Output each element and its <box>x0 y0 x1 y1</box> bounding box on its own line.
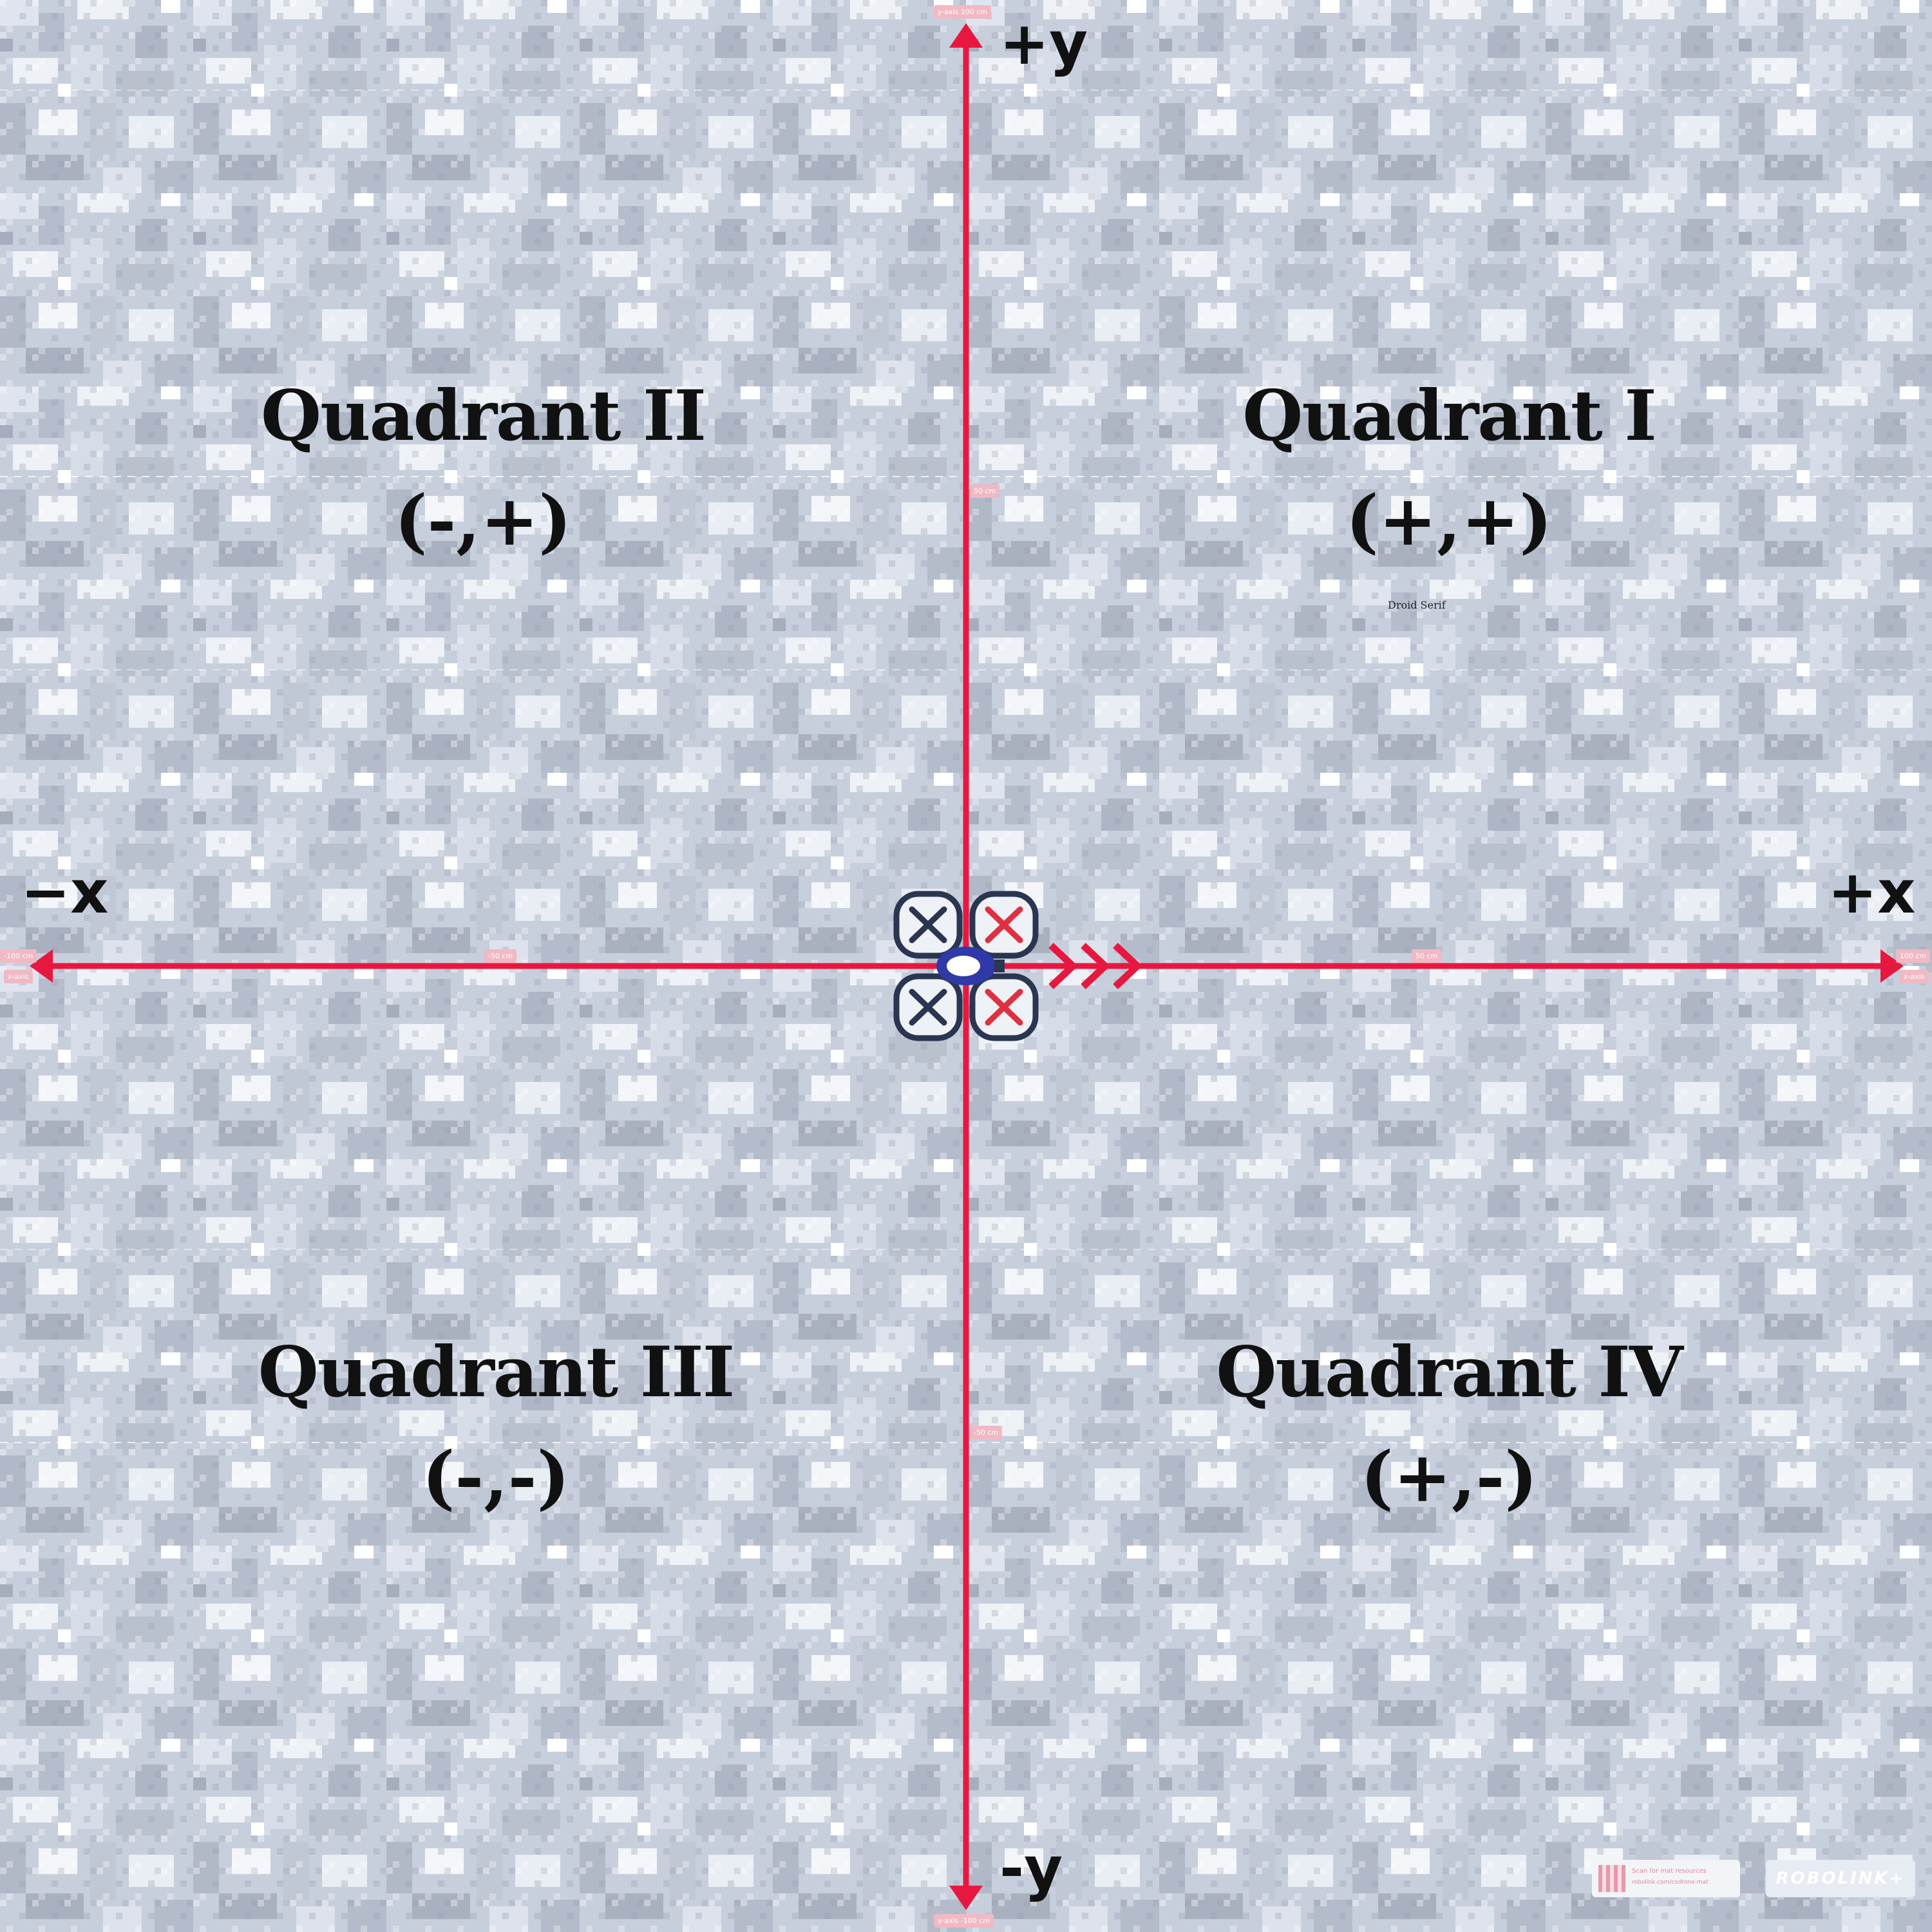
y-axis-top-arrowhead <box>949 23 983 48</box>
qr-card[interactable]: Scan for mat resources robolink.com/codr… <box>1592 1860 1740 1897</box>
neg-y-label: -y <box>999 1834 1063 1903</box>
qr-code-icon <box>1598 1865 1625 1892</box>
x-axis-right-name-tag: x-axis <box>1900 970 1929 983</box>
quadrant-ii-label: Quadrant II (-,+) <box>213 375 753 562</box>
x-axis-right-arrowhead <box>1880 949 1904 983</box>
y-axis-top-tag: y-axis 100 cm <box>934 5 992 19</box>
y-axis-bottom-tag: y-axis -100 cm <box>934 1914 994 1927</box>
quadrant-i-label: Quadrant I (+,+) <box>1179 375 1719 562</box>
x-pos50-tag: 50 cm <box>1412 949 1442 963</box>
scan-url[interactable]: robolink.com/codrone-mat <box>1632 1879 1709 1886</box>
neg-x-label: −x <box>21 858 109 927</box>
x-axis-right-value-tag: 100 cm <box>1896 949 1931 963</box>
pos-y-label: +y <box>999 9 1088 78</box>
direction-chevrons-icon <box>1048 942 1143 990</box>
quadrant-iv-name: Quadrant IV <box>1216 1332 1683 1413</box>
quadrant-ii-sign: (-,+) <box>394 480 572 562</box>
quadrant-iii-sign: (-,-) <box>422 1437 570 1519</box>
robolink-logo: ROBOLINK+ <box>1766 1860 1915 1897</box>
x-axis-left-arrowhead <box>30 949 53 983</box>
quadrant-i-sign: (+,+) <box>1345 480 1553 562</box>
quadrant-iii-name: Quadrant III <box>258 1332 735 1413</box>
x-axis-left-value-tag: -100 cm <box>0 949 37 963</box>
quadrant-iii-label: Quadrant III (-,-) <box>213 1336 779 1515</box>
y-neg50-tag: -50 cm <box>970 1426 1003 1439</box>
quadrant-iv-sign: (+,-) <box>1360 1437 1538 1519</box>
quadrant-i-name: Quadrant I <box>1242 375 1657 457</box>
quadrant-ii-name: Quadrant II <box>260 375 706 457</box>
scan-text: Scan for mat resources <box>1632 1868 1707 1875</box>
pos-x-label: +x <box>1828 858 1916 927</box>
drone-icon <box>893 891 1039 1041</box>
x-neg50-tag: -50 cm <box>484 949 517 963</box>
font-note: Droid Serif <box>1388 599 1446 611</box>
x-axis-left-name-tag: x-axis <box>4 970 33 983</box>
y-pos50-tag: 50 cm <box>970 484 1000 498</box>
quadrant-iv-label: Quadrant IV (+,-) <box>1166 1336 1732 1515</box>
y-axis-bottom-arrowhead <box>949 1886 983 1910</box>
